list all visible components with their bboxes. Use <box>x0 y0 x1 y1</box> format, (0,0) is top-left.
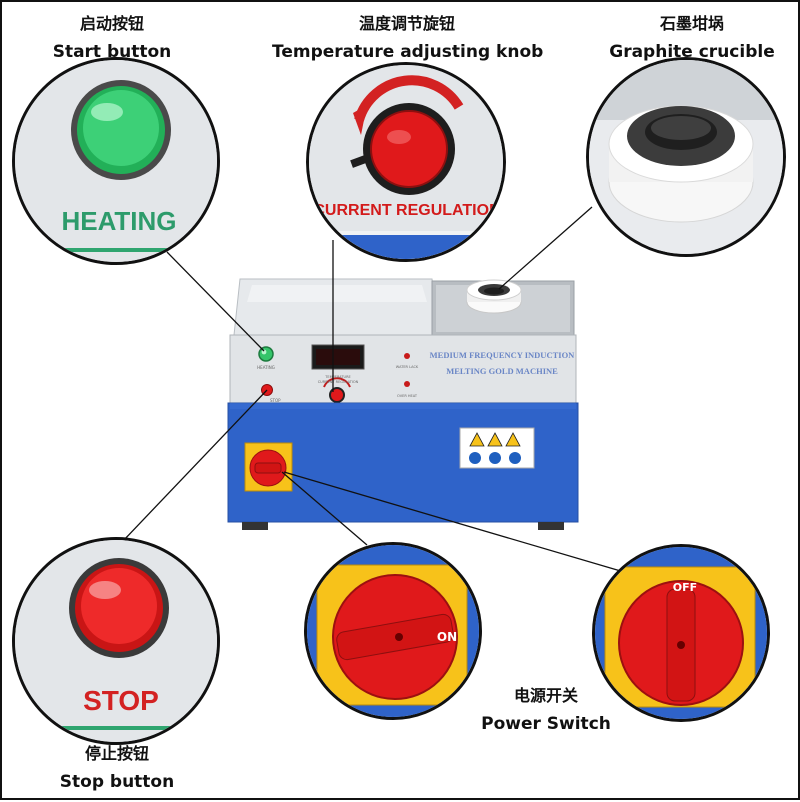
machine-current-label: CURRENT REGULATION <box>318 380 359 384</box>
machine-over-heat-label: OVER HEAT <box>397 394 418 398</box>
start-label-en: Start button <box>52 42 172 62</box>
start-button-zoom: HEATING <box>12 57 220 265</box>
power-switch-label: 电源开关 Power Switch <box>480 682 612 734</box>
power-off-zoom-text: OFF <box>673 581 697 594</box>
power-switch-on-zoom: ON <box>304 542 482 720</box>
machine-title-line1: MEDIUM FREQUENCY INDUCTION <box>430 350 576 360</box>
crucible-label-en: Graphite crucible <box>609 42 775 62</box>
machine-water-lack-label: WATER LACK <box>396 365 419 369</box>
power-switch-on-zoom-art: ON <box>307 545 479 717</box>
temp-knob-zoom: CURRENT REGULATION <box>306 62 506 262</box>
crucible-label: 石墨坩埚 Graphite crucible <box>602 10 782 62</box>
heating-zoom-text: HEATING <box>61 206 176 236</box>
melting-machine <box>227 278 579 530</box>
callout-lines <box>121 206 625 573</box>
temp-knob-zoom-art: CURRENT REGULATION <box>309 65 503 259</box>
crucible-zoom-art <box>589 60 783 254</box>
temp-label-zh: 温度调节旋钮 <box>358 14 455 33</box>
power-switch-small <box>244 442 293 492</box>
crucible-zoom <box>586 57 786 257</box>
power-switch-off-zoom: OFF <box>592 544 770 722</box>
safety-warning-sticker <box>459 427 535 469</box>
start-button-zoom-art: HEATING <box>15 60 217 262</box>
crucible-label-zh: 石墨坩埚 <box>659 14 724 33</box>
current-regulation-zoom-text: CURRENT REGULATION <box>313 202 500 219</box>
power-label-zh: 电源开关 <box>513 686 578 705</box>
machine-heating-label: HEATING <box>257 365 275 370</box>
stop-button-zoom-art: STOP <box>15 540 217 742</box>
power-switch-off-zoom-art: OFF <box>595 547 767 719</box>
stop-button-zoom: STOP <box>12 537 220 745</box>
temp-knob-label: 温度调节旋钮 Temperature adjusting knob <box>272 10 544 62</box>
crucible-small <box>466 279 522 314</box>
power-label-en: Power Switch <box>481 714 611 734</box>
machine-title-line2: MELTING GOLD MACHINE <box>446 366 558 376</box>
temp-label-en: Temperature adjusting knob <box>272 42 544 62</box>
stop-button-label: 停止按钮 Stop button <box>42 740 192 792</box>
stop-zoom-text: STOP <box>83 685 159 716</box>
machine-temperature-label: TEMPERATURE <box>324 375 350 379</box>
stop-label-en: Stop button <box>59 772 175 792</box>
start-label-zh: 启动按钮 <box>79 14 144 33</box>
power-on-zoom-text: ON <box>437 630 457 644</box>
stop-label-zh: 停止按钮 <box>84 744 149 763</box>
machine-stop-label: STOP <box>270 398 281 403</box>
start-button-label: 启动按钮 Start button <box>42 10 182 62</box>
